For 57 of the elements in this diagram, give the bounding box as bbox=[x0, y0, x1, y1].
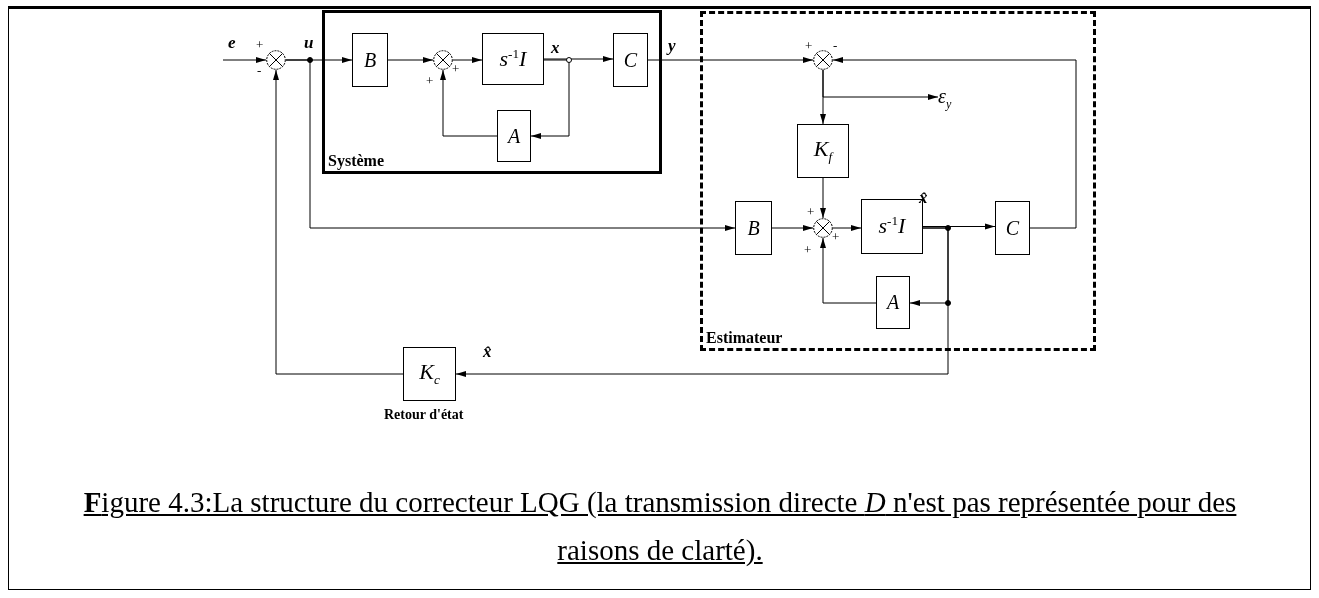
figure-caption: Figure 4.3:La structure du correcteur LQG (la transmission directe D n'est pas représentée pour des raisons de clarté). bbox=[82, 485, 1238, 568]
block-label: A bbox=[507, 124, 521, 148]
signal-label: e bbox=[228, 34, 236, 51]
arrow bbox=[832, 57, 1077, 229]
block-box bbox=[352, 33, 388, 87]
signal-label: u bbox=[304, 34, 314, 51]
sign-label: + bbox=[256, 38, 264, 51]
block-box bbox=[613, 33, 648, 87]
block-box bbox=[497, 110, 531, 162]
sign-label: + bbox=[426, 74, 434, 87]
block-label: K$_{c}$ bbox=[419, 359, 440, 389]
block-box bbox=[735, 201, 772, 255]
signal-label: x̂ bbox=[483, 343, 492, 360]
arrow bbox=[452, 57, 483, 63]
block-box bbox=[797, 124, 849, 178]
sign-label: + bbox=[807, 205, 815, 218]
signal-label: x̂ bbox=[919, 189, 928, 206]
arrow bbox=[387, 57, 434, 63]
block-label: C bbox=[1005, 216, 1020, 240]
arrow bbox=[285, 59, 736, 231]
arrow bbox=[822, 69, 939, 100]
arrow bbox=[771, 225, 814, 231]
arrow bbox=[273, 69, 404, 375]
block-caption: Retour d'état bbox=[384, 408, 464, 422]
arrow bbox=[922, 223, 996, 230]
block-box bbox=[995, 201, 1030, 255]
arrow bbox=[820, 237, 877, 304]
arrow bbox=[455, 227, 949, 377]
sign-label: + bbox=[804, 243, 812, 256]
signal-label: y bbox=[668, 37, 676, 54]
block-label: K$_{f}$ bbox=[813, 136, 833, 166]
group-title: Estimateur bbox=[706, 329, 783, 347]
sign-label: + bbox=[452, 62, 460, 75]
sign-label: + bbox=[805, 39, 813, 52]
sign-label: + bbox=[832, 230, 840, 243]
sign-label: - bbox=[257, 64, 262, 77]
block-label: s$^{-1}$I bbox=[878, 213, 906, 240]
system-frame bbox=[322, 10, 662, 174]
arrow bbox=[820, 177, 826, 219]
block-label: A bbox=[886, 291, 900, 314]
block-label: s$^{-1}$I bbox=[499, 45, 527, 73]
arrow bbox=[832, 225, 862, 231]
block-box bbox=[482, 33, 544, 85]
block-label: B bbox=[363, 48, 377, 72]
estimator-frame bbox=[700, 11, 1096, 351]
block-label: B bbox=[747, 216, 760, 240]
group-title: Système bbox=[328, 152, 384, 170]
sign-label: - bbox=[833, 39, 838, 52]
arrow bbox=[530, 59, 570, 139]
signal-label: x bbox=[551, 39, 560, 56]
block-label: C bbox=[623, 48, 638, 72]
arrow bbox=[440, 69, 498, 137]
arrow bbox=[647, 57, 814, 63]
signal-label: ε$_{y}$ bbox=[938, 84, 952, 112]
arrow bbox=[543, 56, 614, 62]
block-box bbox=[876, 276, 910, 329]
arrow bbox=[222, 57, 267, 63]
